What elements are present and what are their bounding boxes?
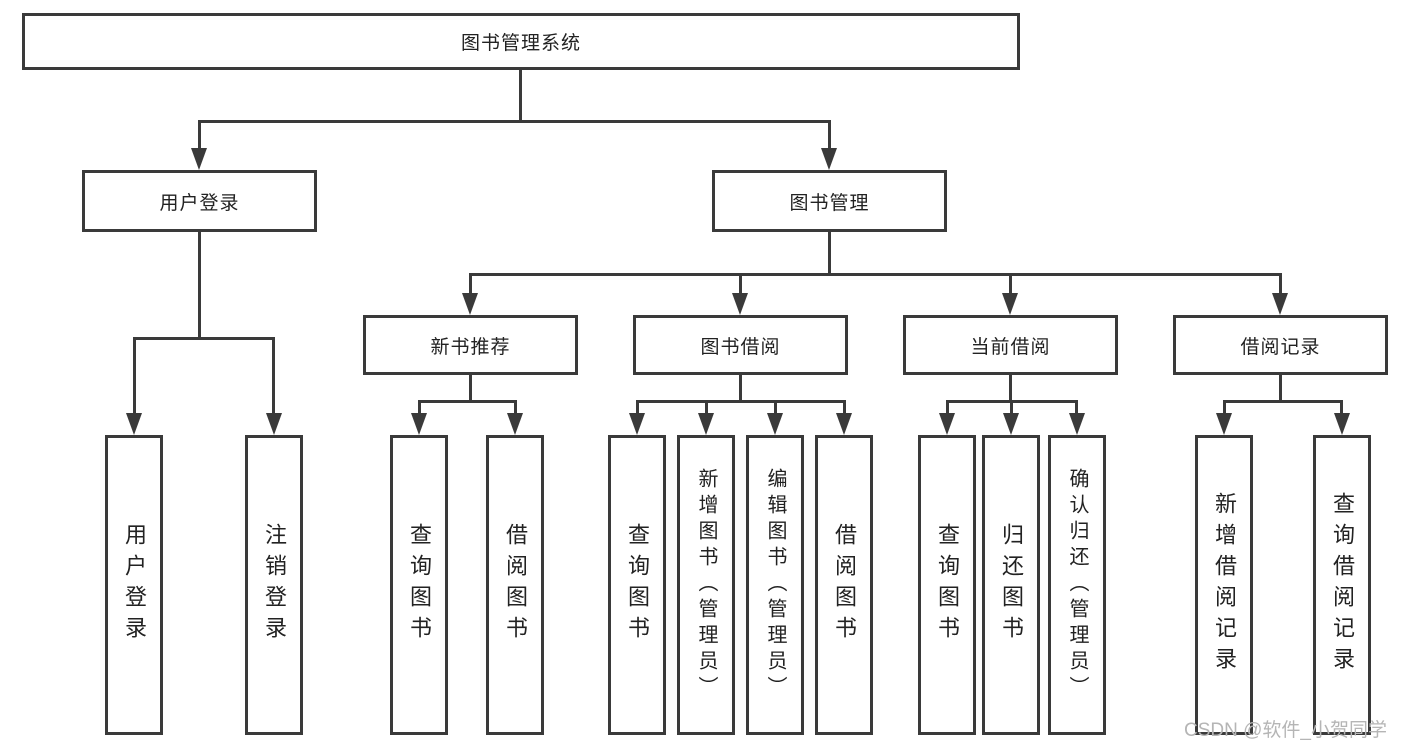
arrow-down-icon [126, 413, 142, 435]
connector-line [133, 337, 275, 340]
connector-line [198, 120, 201, 150]
connector-line [1075, 400, 1078, 415]
node-current-borrow-label: 当前借阅 [970, 336, 1051, 358]
leaf-add-book-admin: 新增图书（管理员） [677, 435, 735, 735]
watermark: CSDN @软件_小贺同学 [1184, 720, 1387, 741]
leaf-query-books-borrow-label: 查询图书 [625, 523, 650, 647]
connector-line [1223, 400, 1226, 415]
leaf-borrow-books-recommend: 借阅图书 [486, 435, 544, 735]
arrow-down-icon [1334, 413, 1350, 435]
node-borrow-records: 借阅记录 [1173, 315, 1388, 375]
leaf-query-borrow-record: 查询借阅记录 [1313, 435, 1371, 735]
leaf-borrow-books: 借阅图书 [815, 435, 873, 735]
node-book-management: 图书管理 [712, 170, 947, 232]
node-new-book-recommend: 新书推荐 [363, 315, 578, 375]
leaf-query-books-recommend: 查询图书 [390, 435, 448, 735]
connector-line [418, 400, 517, 403]
connector-line [843, 400, 846, 415]
leaf-edit-book-admin: 编辑图书（管理员） [746, 435, 804, 735]
arrow-down-icon [939, 413, 955, 435]
node-user-login: 用户登录 [82, 170, 317, 232]
arrow-down-icon [629, 413, 645, 435]
leaf-return-book-label: 归还图书 [999, 523, 1024, 647]
connector-line [1223, 400, 1343, 403]
node-book-borrow: 图书借阅 [633, 315, 848, 375]
connector-line [418, 400, 421, 415]
leaf-borrow-books-recommend-label: 借阅图书 [503, 523, 528, 647]
arrow-down-icon [507, 413, 523, 435]
connector-line [469, 273, 1282, 276]
arrow-down-icon [767, 413, 783, 435]
leaf-query-books-current: 查询图书 [918, 435, 976, 735]
leaf-query-books-recommend-label: 查询图书 [407, 523, 432, 647]
connector-line [1279, 373, 1282, 400]
leaf-return-book: 归还图书 [982, 435, 1040, 735]
leaf-add-borrow-record-label: 新增借阅记录 [1212, 492, 1237, 678]
connector-line [469, 373, 472, 400]
leaf-query-books-current-label: 查询图书 [935, 523, 960, 647]
connector-line [469, 273, 472, 295]
arrow-down-icon [1069, 413, 1085, 435]
arrow-down-icon [821, 148, 837, 170]
arrow-down-icon [836, 413, 852, 435]
arrow-down-icon [1003, 413, 1019, 435]
leaf-query-books-borrow: 查询图书 [608, 435, 666, 735]
connector-line [198, 230, 201, 337]
leaf-confirm-return-admin: 确认归还（管理员） [1048, 435, 1106, 735]
arrow-down-icon [732, 293, 748, 315]
node-current-borrow: 当前借阅 [903, 315, 1118, 375]
connector-line [1009, 373, 1012, 400]
node-root-label: 图书管理系统 [460, 33, 581, 54]
leaf-user-login: 用户登录 [105, 435, 163, 735]
leaf-logout: 注销登录 [245, 435, 303, 735]
connector-line [946, 400, 949, 415]
node-new-book-recommend-label: 新书推荐 [430, 336, 511, 358]
connector-line [774, 400, 777, 415]
connector-line [1279, 273, 1282, 295]
node-root: 图书管理系统 [22, 13, 1020, 70]
connector-line [636, 400, 639, 415]
connector-line [705, 400, 708, 415]
leaf-confirm-return-admin-label: 确认归还（管理员） [1066, 468, 1088, 702]
node-user-login-label: 用户登录 [159, 192, 240, 214]
arrow-down-icon [462, 293, 478, 315]
connector-line [828, 230, 831, 273]
leaf-edit-book-admin-label: 编辑图书（管理员） [764, 468, 786, 702]
connector-line [272, 337, 275, 415]
connector-line [1010, 400, 1013, 415]
leaf-logout-label: 注销登录 [262, 523, 287, 647]
arrow-down-icon [191, 148, 207, 170]
connector-line [739, 273, 742, 295]
arrow-down-icon [1272, 293, 1288, 315]
arrow-down-icon [411, 413, 427, 435]
leaf-borrow-books-label: 借阅图书 [832, 523, 857, 647]
arrow-down-icon [698, 413, 714, 435]
node-book-borrow-label: 图书借阅 [700, 336, 781, 358]
connector-line [198, 120, 831, 123]
leaf-query-borrow-record-label: 查询借阅记录 [1330, 492, 1355, 678]
connector-line [519, 68, 522, 120]
leaf-add-borrow-record: 新增借阅记录 [1195, 435, 1253, 735]
arrow-down-icon [266, 413, 282, 435]
connector-line [1009, 273, 1012, 295]
connector-line [828, 120, 831, 150]
arrow-down-icon [1216, 413, 1232, 435]
node-borrow-records-label: 借阅记录 [1240, 336, 1321, 358]
arrow-down-icon [1002, 293, 1018, 315]
connector-line [739, 373, 742, 400]
connector-line [636, 400, 846, 403]
node-book-management-label: 图书管理 [789, 192, 870, 214]
connector-line [133, 337, 136, 415]
leaf-add-book-admin-label: 新增图书（管理员） [695, 468, 717, 702]
connector-line [1340, 400, 1343, 415]
leaf-user-login-label: 用户登录 [122, 523, 147, 647]
connector-line [514, 400, 517, 415]
